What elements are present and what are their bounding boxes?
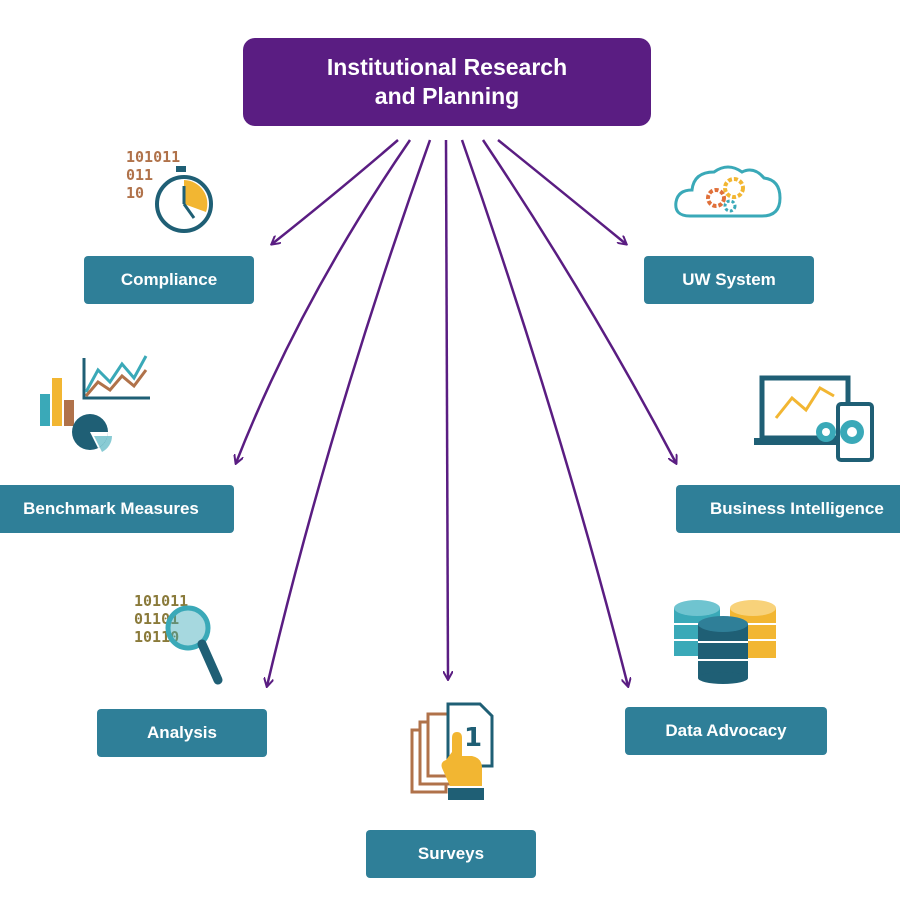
charts-icon (40, 355, 150, 452)
root-title-line1: Institutional Research (326, 54, 568, 80)
node-data-advocacy: Data Advocacy (625, 707, 827, 755)
node-label-uw-system: UW System (682, 270, 776, 289)
database-stack-icon (674, 600, 776, 684)
db-right (730, 600, 776, 658)
binary-magnifier-icon: 101011 01101 10110 (134, 592, 223, 685)
binary-line-3: 10 (126, 184, 144, 202)
arrow-to-compliance (272, 139, 399, 244)
binary-line-2: 011 (126, 166, 153, 184)
db-front (698, 616, 748, 684)
node-surveys: Surveys (366, 830, 536, 878)
node-label-analysis: Analysis (147, 723, 217, 742)
root-node: Institutional Research and Planning (243, 38, 651, 126)
node-label-data-advocacy: Data Advocacy (665, 721, 787, 740)
node-label-benchmark-measures: Benchmark Measures (23, 499, 199, 518)
laptop-tablet-chart-icon (754, 375, 874, 462)
node-benchmark-measures: Benchmark Measures (0, 485, 234, 533)
binary-stopwatch-icon: 101011 011 10 (126, 148, 213, 233)
arrow-to-surveys (446, 139, 448, 679)
node-business-intelligence: Business Intelligence (676, 485, 900, 533)
arrow-to-benchmark (236, 139, 412, 463)
node-uw-system: UW System (644, 256, 814, 304)
analysis-binary-line-1: 101011 (134, 592, 188, 610)
survey-page-number: 1 (464, 723, 482, 753)
cloud-gears-icon (674, 165, 782, 218)
arrow-to-data-advocacy (460, 139, 628, 686)
binary-line-1: 101011 (126, 148, 180, 166)
documents-hand-icon: 1 (410, 702, 494, 800)
node-compliance: Compliance (84, 256, 254, 304)
arrow-to-uw-system (497, 139, 626, 244)
node-label-business-intelligence: Business Intelligence (710, 499, 884, 518)
node-label-compliance: Compliance (120, 270, 218, 289)
node-analysis: Analysis (97, 709, 267, 757)
node-label-surveys: Surveys (417, 844, 485, 863)
root-title-line2: and Planning (374, 83, 520, 109)
arrow-to-business-intelligence (481, 139, 676, 463)
arrow-to-analysis (267, 139, 432, 686)
